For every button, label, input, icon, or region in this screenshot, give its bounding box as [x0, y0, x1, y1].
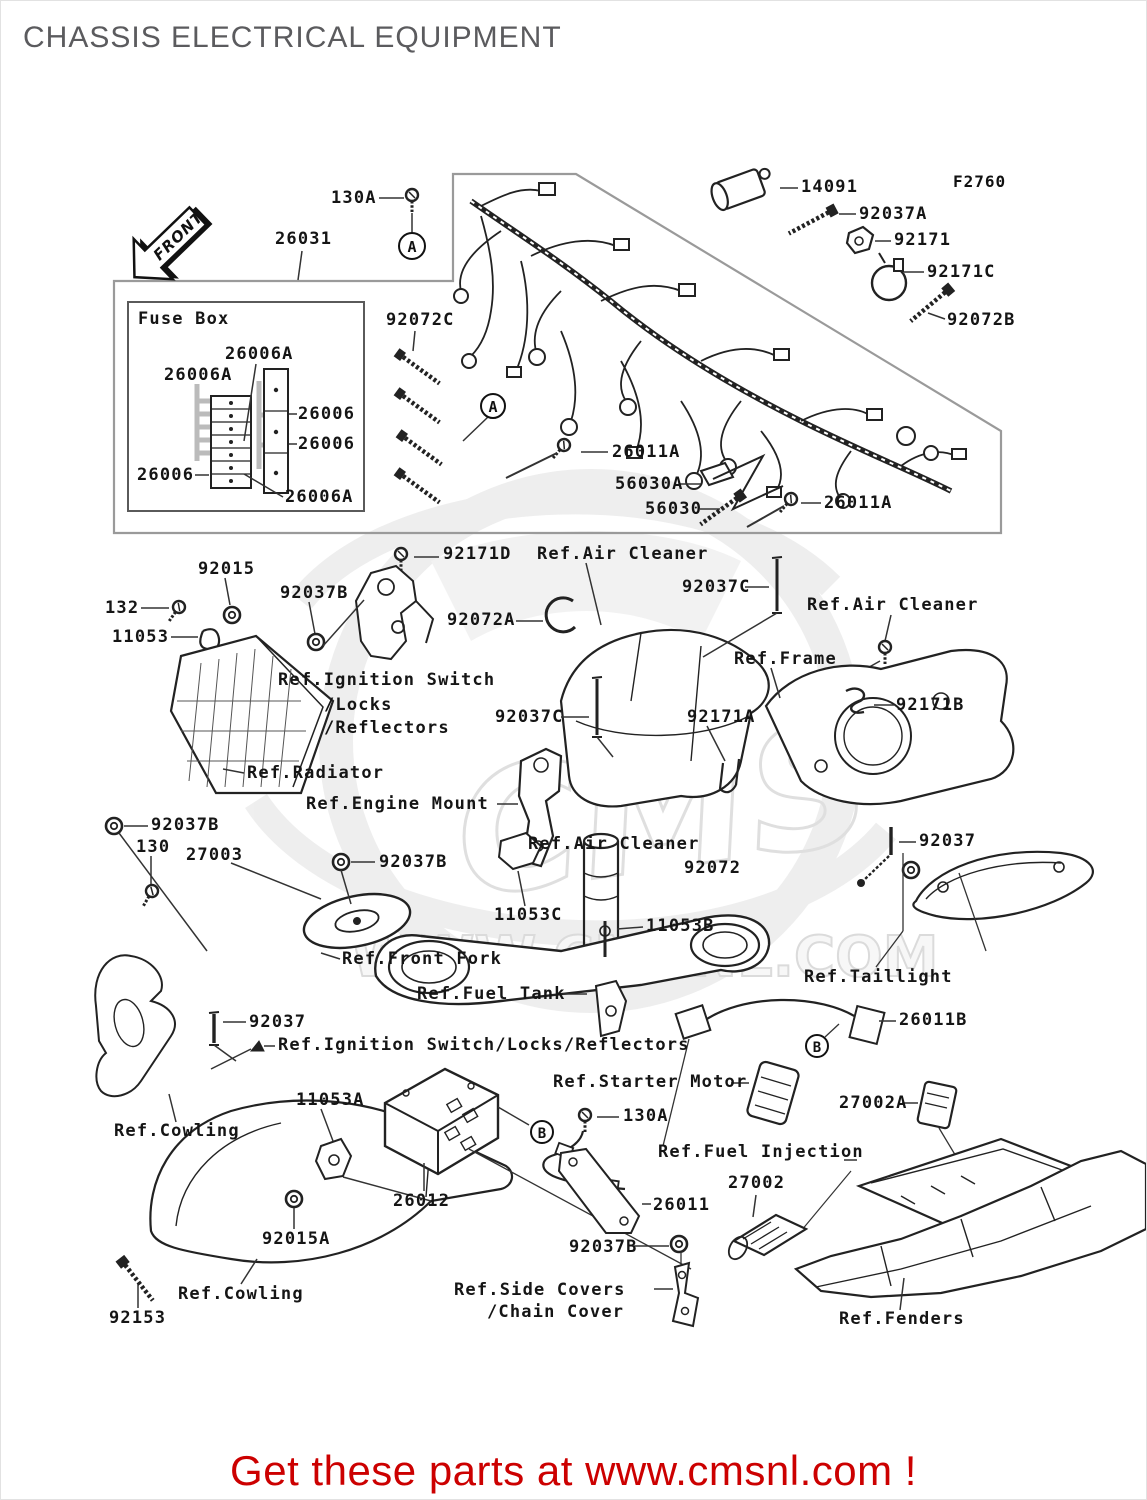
part-label-92171c[interactable]: 92171C — [927, 262, 996, 282]
part-label-26006-2[interactable]: 26006 — [298, 434, 356, 454]
ref-label-fuel-tank[interactable]: Ref.Fuel Tank — [417, 984, 566, 1004]
wiring-harness — [453, 182, 967, 509]
mid-left-parts — [141, 546, 439, 795]
ref-label-fuel-injection[interactable]: Ref.Fuel Injection — [658, 1142, 864, 1162]
callout-a1: A — [407, 238, 416, 256]
screws-92072c — [394, 330, 445, 506]
ref-label-frame[interactable]: Ref.Frame — [734, 649, 837, 669]
ref-label-air-cleaner-1[interactable]: Ref.Air Cleaner — [537, 544, 709, 564]
front-fork-parts — [104, 816, 771, 1038]
part-label-92072c[interactable]: 92072C — [386, 310, 455, 330]
ref-label-taillight[interactable]: Ref.Taillight — [804, 967, 953, 987]
part-label-92171[interactable]: 92171 — [894, 230, 952, 250]
part-label-92037-1[interactable]: 92037 — [919, 831, 977, 851]
callout-b2: B — [538, 1126, 546, 1142]
part-label-56030a[interactable]: 56030A — [615, 474, 684, 494]
part-label-92037b-2[interactable]: 92037B — [151, 815, 220, 835]
taillight-parts — [857, 827, 1094, 968]
part-label-11053b[interactable]: 11053B — [646, 916, 715, 936]
top-part-icons — [297, 167, 955, 325]
part-label-92072b[interactable]: 92072B — [947, 310, 1016, 330]
part-label-92171b[interactable]: 92171B — [896, 695, 965, 715]
ref-label-air-cleaner-2[interactable]: Ref.Air Cleaner — [807, 595, 979, 615]
battery-cluster — [383, 998, 964, 1270]
figure-code: F2760 — [953, 172, 1007, 191]
page-title: CHASSIS ELECTRICAL EQUIPMENT — [23, 21, 562, 54]
center-parts — [497, 556, 1015, 868]
ref-label-cowling-2[interactable]: Ref.Cowling — [178, 1284, 304, 1304]
callout-a2: A — [488, 398, 497, 416]
part-label-26006-1[interactable]: 26006 — [298, 404, 356, 424]
part-label-26006a-1[interactable]: 26006A — [225, 344, 294, 364]
callout-b1: B — [813, 1040, 821, 1056]
part-label-92072a[interactable]: 92072A — [447, 610, 516, 630]
fuse-box-caption: Fuse Box — [138, 309, 230, 329]
part-label-26006a-3[interactable]: 26006A — [285, 487, 354, 507]
harness-callouts — [462, 416, 821, 528]
front-arrow: FRONT — [132, 205, 213, 281]
tail-section-parts — [633, 1137, 1146, 1328]
ref-label-engine-mount[interactable]: Ref.Engine Mount — [306, 794, 489, 814]
part-label-92037a[interactable]: 92037A — [859, 204, 928, 224]
ref-label-locks[interactable]: /Locks — [324, 695, 393, 715]
part-label-92037b-4[interactable]: 92037B — [569, 1237, 638, 1257]
part-label-27003[interactable]: 27003 — [186, 845, 244, 865]
part-label-132[interactable]: 132 — [105, 598, 140, 618]
part-label-11053[interactable]: 11053 — [112, 627, 170, 647]
part-label-92171d[interactable]: 92171D — [443, 544, 512, 564]
part-label-27002a[interactable]: 27002A — [839, 1093, 908, 1113]
part-label-130[interactable]: 130 — [136, 837, 171, 857]
diagram-boxes — [112, 172, 1003, 535]
ref-label-cowling-1[interactable]: Ref.Cowling — [114, 1121, 240, 1141]
part-label-26011[interactable]: 26011 — [653, 1195, 711, 1215]
part-label-92171a[interactable]: 92171A — [687, 707, 756, 727]
part-label-130a[interactable]: 130A — [331, 188, 377, 208]
ref-label-chain-cover[interactable]: /Chain Cover — [487, 1302, 625, 1322]
part-label-26006a-2[interactable]: 26006A — [164, 365, 233, 385]
part-label-92153[interactable]: 92153 — [109, 1308, 167, 1328]
part-label-92037b-3[interactable]: 92037B — [379, 852, 448, 872]
ref-label-starter-motor[interactable]: Ref.Starter Motor — [553, 1072, 748, 1092]
part-label-26011a-1[interactable]: 26011A — [612, 442, 681, 462]
part-label-27002[interactable]: 27002 — [728, 1173, 786, 1193]
part-label-26031[interactable]: 26031 — [275, 229, 333, 249]
ref-label-fenders[interactable]: Ref.Fenders — [839, 1309, 965, 1329]
part-label-26011a-2[interactable]: 26011A — [824, 493, 893, 513]
part-label-92072[interactable]: 92072 — [684, 858, 742, 878]
part-label-26011b[interactable]: 26011B — [899, 1010, 968, 1030]
part-label-92015[interactable]: 92015 — [198, 559, 256, 579]
part-label-11053a[interactable]: 11053A — [296, 1090, 365, 1110]
ref-label-ignition-switch[interactable]: Ref.Ignition Switch — [278, 670, 496, 690]
cmsnl-footer-link[interactable]: Get these parts at www.cmsnl.com ! — [230, 1447, 917, 1494]
ref-label-reflectors[interactable]: /Reflectors — [324, 718, 450, 738]
ref-label-side-covers[interactable]: Ref.Side Covers — [454, 1280, 626, 1300]
part-label-14091[interactable]: 14091 — [801, 177, 859, 197]
ref-label-front-fork[interactable]: Ref.Front Fork — [342, 949, 503, 969]
part-label-92037c-1[interactable]: 92037C — [682, 577, 751, 597]
part-label-92037c-2[interactable]: 92037C — [495, 707, 564, 727]
ref-label-radiator[interactable]: Ref.Radiator — [247, 763, 385, 783]
part-label-26012[interactable]: 26012 — [393, 1191, 451, 1211]
part-label-92015a[interactable]: 92015A — [262, 1229, 331, 1249]
part-label-11053c[interactable]: 11053C — [494, 905, 563, 925]
part-label-92037b-1[interactable]: 92037B — [280, 583, 349, 603]
callout-circles: A A B B — [398, 232, 829, 1144]
ref-label-air-cleaner-3[interactable]: Ref.Air Cleaner — [528, 834, 700, 854]
ref-label-ignition-switch-locks-reflectors[interactable]: Ref.Ignition Switch/Locks/Reflectors — [278, 1035, 690, 1055]
part-label-130a-2[interactable]: 130A — [623, 1106, 669, 1126]
part-label-26006-3[interactable]: 26006 — [137, 465, 195, 485]
fuse-box-parts — [194, 363, 297, 498]
part-label-56030[interactable]: 56030 — [645, 499, 703, 519]
part-label-92037-2[interactable]: 92037 — [249, 1012, 307, 1032]
